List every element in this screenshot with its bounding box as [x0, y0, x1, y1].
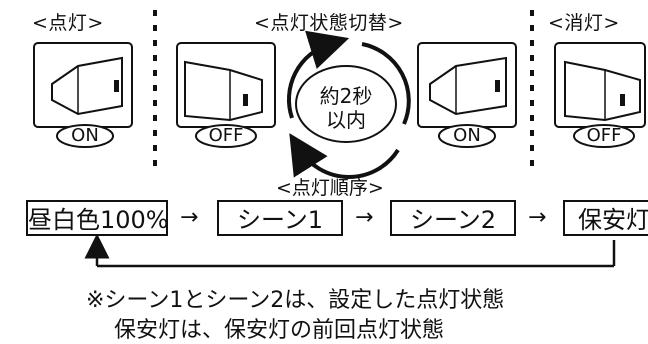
- header-switching: <点灯状態切替>: [254, 12, 404, 34]
- sequence-arrow-1: →: [180, 205, 199, 230]
- switch-on-1: [33, 42, 133, 148]
- sequence-arrow-2: →: [355, 205, 374, 230]
- cycle-time-line2: 以内: [326, 108, 366, 132]
- sequence-step-2: シーン1: [217, 200, 343, 236]
- order-label: <点灯順序>: [276, 177, 384, 199]
- switch-label-on-2: ON: [453, 125, 481, 146]
- cycle-ellipse: [295, 65, 397, 143]
- note-line-2: 保安灯は、保安灯の前回点灯状態: [114, 318, 445, 343]
- switch-label-off-1: OFF: [208, 125, 244, 146]
- sequence-step-1: 昼白色100%: [26, 200, 169, 236]
- header-off: <消灯>: [548, 12, 620, 34]
- sequence-step-4: 保安灯: [563, 200, 648, 236]
- note-line-1: ※シーン1とシーン2は、設定した点灯状態: [86, 288, 505, 313]
- switch-label-off-2: OFF: [586, 125, 622, 146]
- switch-label-on-1: ON: [71, 125, 99, 146]
- cycle-time-line1: 約2秒: [319, 84, 373, 108]
- header-on: <点灯>: [32, 12, 104, 34]
- return-arrow: [84, 233, 616, 268]
- sequence-arrow-3: →: [528, 205, 547, 230]
- switch-on-2: [417, 42, 517, 148]
- switch-off-2: [554, 42, 646, 148]
- switch-off-1: [176, 42, 276, 148]
- cycle-arrows: [286, 30, 411, 179]
- sequence-step-3: シーン2: [390, 200, 516, 236]
